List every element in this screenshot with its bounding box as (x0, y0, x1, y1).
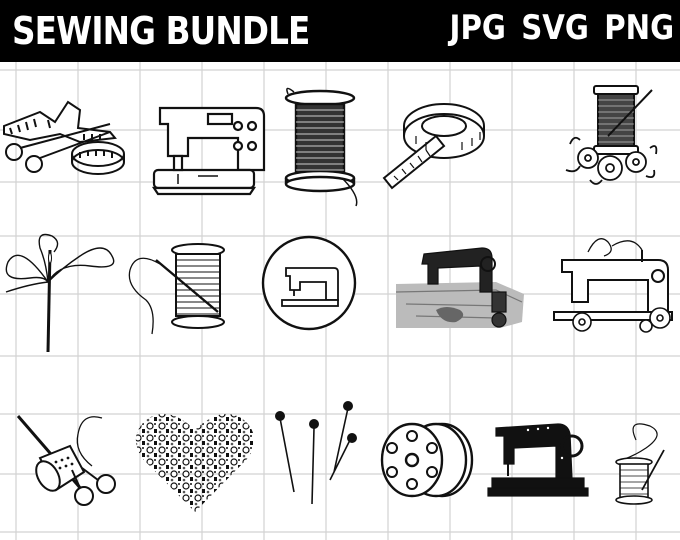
needle-thread-loops-icon (5, 233, 115, 353)
sewing-machine-floral-icon (553, 238, 673, 333)
thimble-scissors-icon (16, 415, 116, 506)
sewing-machine-modern-icon (151, 106, 266, 196)
bobbins-icon (380, 422, 474, 498)
vintage-sewing-machine-photo-icon (395, 247, 524, 328)
tape-measure-icon (382, 103, 485, 190)
antique-sewing-machine-icon (487, 423, 589, 497)
file-formats-label: JPG SVG PNG (449, 8, 674, 48)
pins-icon (275, 401, 357, 505)
tape-measure-scissors-icon (3, 100, 125, 175)
spool-needle-small-icon (615, 423, 665, 505)
thread-spool-icon (284, 87, 358, 207)
bundle-title: SEWING BUNDLE (12, 9, 310, 53)
needle-spool-icon (128, 243, 225, 335)
spool-floral-icon (565, 85, 658, 185)
sewing-machine-badge-icon (261, 235, 357, 331)
header-bar: SEWING BUNDLE JPG SVG PNG (0, 0, 680, 62)
buttons-heart-icon (135, 413, 255, 512)
